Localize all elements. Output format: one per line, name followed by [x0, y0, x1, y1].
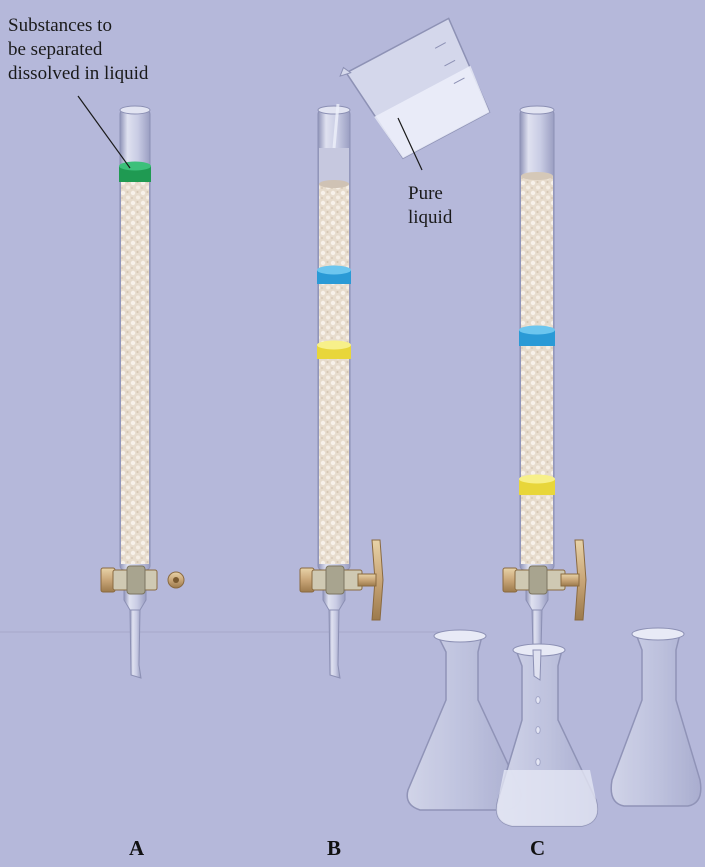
column-c: [503, 106, 586, 650]
column-b: [300, 104, 383, 678]
caption-a: A: [129, 836, 144, 861]
flask-right: [611, 628, 701, 806]
pure-liquid-label-line2: liquid: [408, 206, 452, 230]
beaker: [337, 13, 496, 166]
caption-b: B: [327, 836, 341, 861]
yellow-band-c: [519, 475, 555, 496]
yellow-band-b: [317, 341, 351, 360]
substances-label-line2: be separated: [8, 38, 102, 62]
blue-band-b: [317, 266, 351, 285]
blue-band-c: [519, 326, 555, 347]
flask-center: [497, 644, 598, 826]
substances-label-line3: dissolved in liquid: [8, 62, 148, 86]
stopcock-a: [101, 566, 184, 594]
pure-liquid-label-line1: Pure: [408, 182, 443, 206]
caption-c: C: [530, 836, 545, 861]
green-band: [119, 162, 151, 183]
column-a: [101, 106, 184, 678]
substances-label-line1: Substances to: [8, 14, 112, 38]
